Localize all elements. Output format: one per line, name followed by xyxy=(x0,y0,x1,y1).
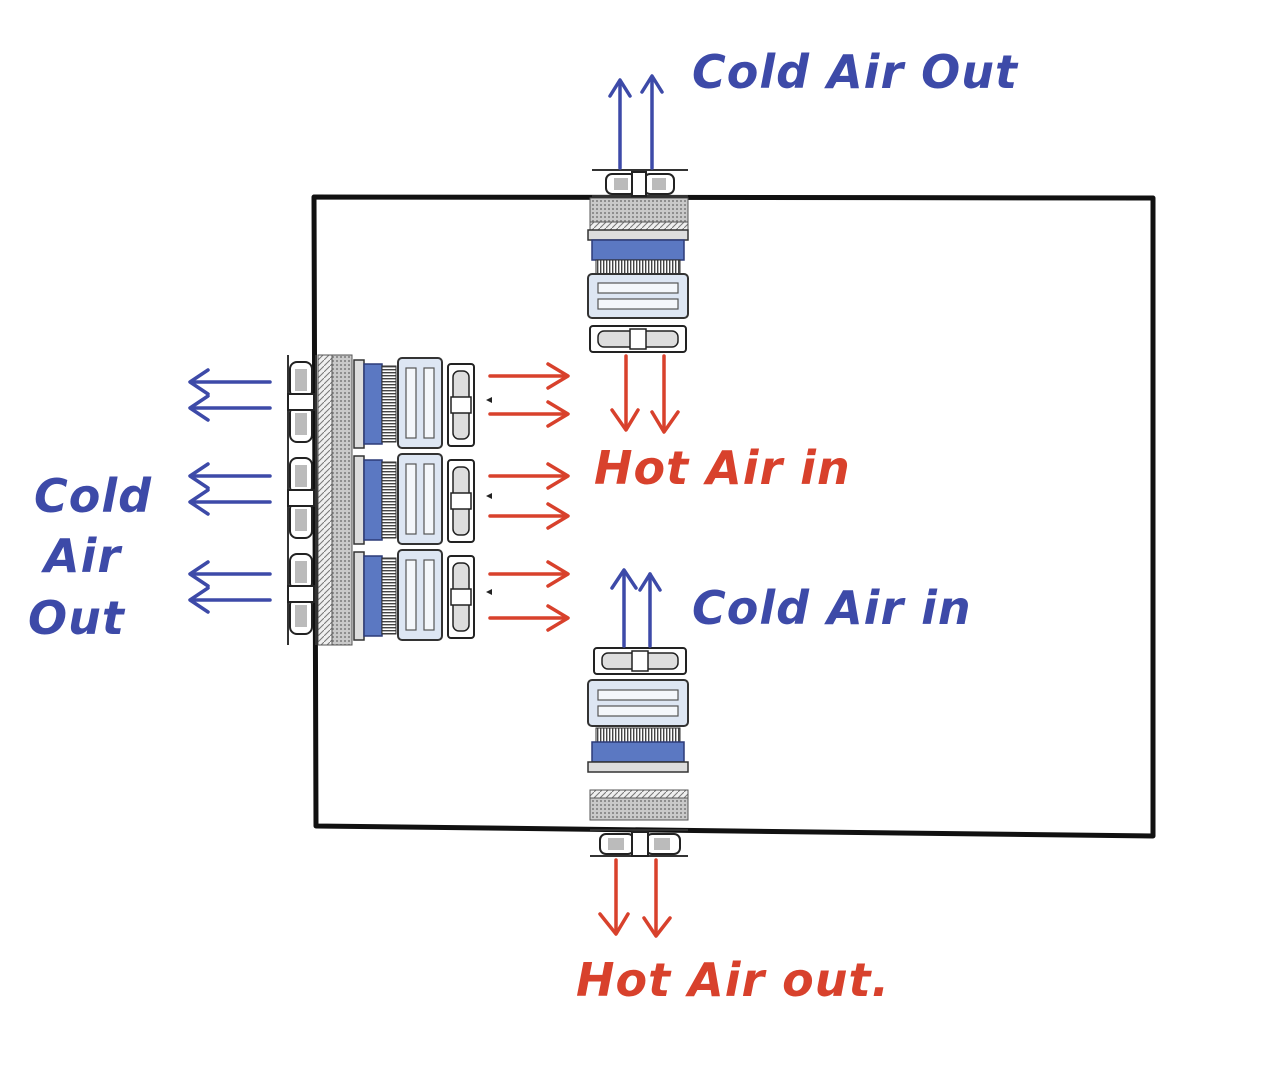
top-cooling-module xyxy=(587,169,689,353)
left-hatch-plate xyxy=(317,354,333,646)
label-hot-air-in: Hot Air in xyxy=(594,441,851,495)
left-intake-fan-2 xyxy=(447,459,475,543)
arrow-hot-air-in-down xyxy=(610,354,680,434)
left-exhaust-fan-2 xyxy=(287,457,315,539)
top-mesh-plate xyxy=(589,197,689,223)
bottom-intake-fan xyxy=(593,647,687,675)
left-intake-fan-3 xyxy=(447,555,475,639)
bottom-mesh-plate xyxy=(589,797,689,821)
arrow-cold-air-in-up xyxy=(610,568,662,648)
bottom-heatsink xyxy=(587,679,689,727)
label-cold-left-line2: Air xyxy=(41,529,123,583)
left-exhaust-fan-1 xyxy=(287,361,315,443)
bottom-cooling-module xyxy=(587,647,689,857)
arrows-cold-air-out-left xyxy=(188,368,272,614)
left-exhaust-fan-3 xyxy=(287,553,315,635)
label-cold-left-line1: Cold xyxy=(34,469,152,523)
bottom-exhaust-fan xyxy=(599,831,681,857)
left-intake-fan-1 xyxy=(447,363,475,447)
left-unit-1 xyxy=(287,357,492,449)
label-cold-air-out-top: Cold Air Out xyxy=(692,45,1019,99)
top-intake-fan xyxy=(589,325,687,353)
top-heatsink xyxy=(587,273,689,319)
label-cold-air-in: Cold Air in xyxy=(692,581,972,635)
arrows-hot-air-in-right xyxy=(488,362,570,632)
bottom-cold-block xyxy=(591,741,685,763)
left-mesh-plate xyxy=(331,354,353,646)
left-unit-2 xyxy=(287,453,492,545)
arrow-hot-air-out-down xyxy=(598,858,672,938)
top-cold-block xyxy=(591,239,685,261)
top-exhaust-fan xyxy=(605,171,675,197)
label-hot-air-out: Hot Air out. xyxy=(576,953,890,1007)
left-cooling-module xyxy=(287,354,492,646)
arrow-cold-air-out-top xyxy=(608,74,664,170)
left-unit-3 xyxy=(287,549,492,641)
label-cold-left-line3: Out xyxy=(28,591,126,645)
